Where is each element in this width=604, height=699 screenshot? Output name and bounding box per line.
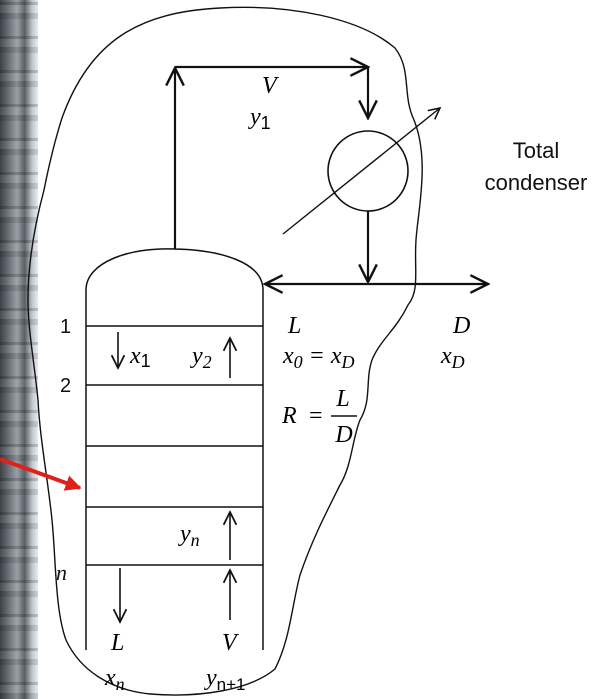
y1-label: y1 — [248, 104, 271, 133]
condenser-label-line2: condenser — [485, 170, 588, 195]
x0-equals-xD-label: x0=xD — [282, 343, 355, 372]
red-pointer-arrow — [0, 457, 82, 491]
stage-1-number: 1 — [60, 316, 71, 338]
xn-label: xn — [104, 665, 125, 694]
x1-label: x1 — [129, 343, 151, 371]
column — [85, 248, 264, 650]
condenser-label-line1: Total — [513, 138, 559, 163]
vapor-top-label: V — [262, 73, 279, 99]
reflux-ratio-equals: = — [309, 403, 323, 429]
distillate-D-label: D — [452, 313, 470, 339]
reflux-ratio-R: R — [281, 403, 297, 429]
total-condenser — [282, 108, 440, 282]
xD-label: xD — [440, 343, 465, 372]
stage-n-label: n — [56, 560, 67, 585]
bottom-L-label: L — [110, 630, 124, 656]
bottom-V-label: V — [222, 630, 239, 656]
y2-label: y2 — [190, 343, 212, 372]
yn1-label: yn+1 — [204, 665, 246, 694]
reflux-L-label: L — [287, 313, 301, 339]
reflux-ratio-denominator: D — [334, 422, 352, 448]
overhead-vapor-line — [175, 67, 368, 249]
yn-label: yn — [178, 521, 200, 550]
stage-2-number: 2 — [60, 375, 71, 397]
control-volume-boundary — [27, 6, 423, 696]
reflux-ratio-numerator: L — [335, 386, 349, 412]
